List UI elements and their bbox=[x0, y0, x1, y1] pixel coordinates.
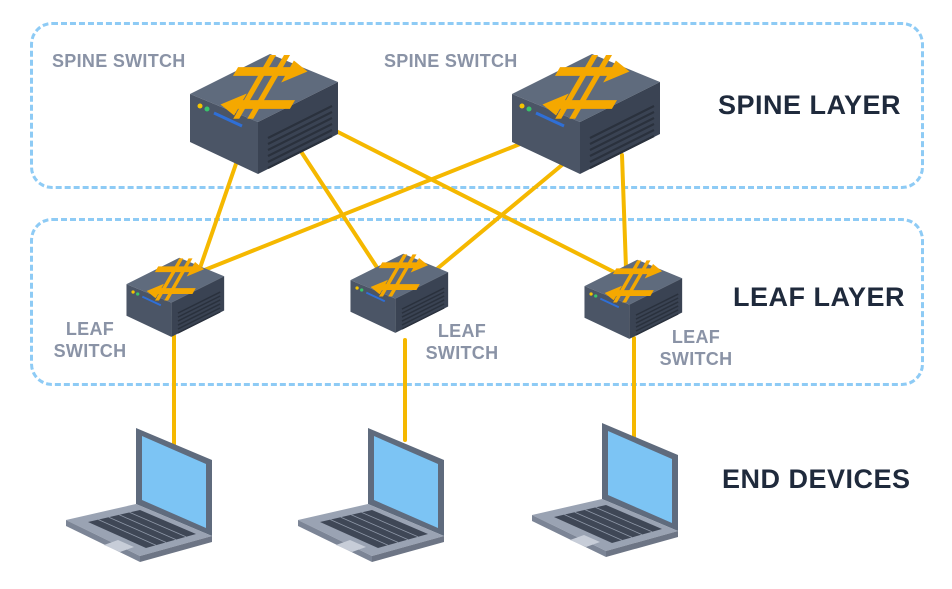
leaf-switch-label-1-line2: SWITCH bbox=[53, 341, 127, 361]
laptop-screen bbox=[608, 431, 672, 523]
laptop-2 bbox=[298, 428, 444, 562]
laptop-screen bbox=[374, 436, 438, 528]
leaf-switch-label-2-line2: SWITCH bbox=[425, 343, 499, 363]
laptop-screen bbox=[142, 436, 206, 528]
leaf-switch-label-3-line2: SWITCH bbox=[659, 349, 733, 369]
leaf-switch-label-1: LEAF SWITCH bbox=[52, 318, 128, 362]
spine-leaf-link bbox=[298, 148, 382, 274]
leaf-switch-label-2: LEAF SWITCH bbox=[424, 320, 500, 364]
leaf-layer-title: LEAF LAYER bbox=[733, 282, 906, 312]
spine-leaf-link bbox=[198, 156, 240, 270]
leaf-layer-zone bbox=[30, 218, 924, 386]
leaf-switch-label-1-line1: LEAF bbox=[65, 319, 115, 339]
spine-layer-zone bbox=[30, 22, 924, 189]
spine-leaf-link bbox=[190, 138, 532, 277]
leaf-switch-1 bbox=[126, 257, 225, 337]
spine-switch-1 bbox=[190, 54, 338, 174]
end-devices-title: END DEVICES bbox=[722, 464, 911, 494]
spine-leaf-link bbox=[332, 128, 616, 274]
leaf-switch-3 bbox=[584, 259, 683, 339]
spine-leaf-link bbox=[424, 158, 570, 280]
nodes-group bbox=[66, 54, 683, 562]
laptop-3 bbox=[532, 423, 678, 557]
spine-switch-2 bbox=[512, 54, 660, 174]
spine-switch-label-1: SPINE SWITCH bbox=[52, 51, 186, 71]
laptop-1 bbox=[66, 428, 212, 562]
spine-leaf-link bbox=[620, 153, 628, 270]
spine-switch-label-2: SPINE SWITCH bbox=[384, 51, 518, 71]
leaf-switch-label-2-line1: LEAF bbox=[437, 321, 487, 341]
spine-layer-title: SPINE LAYER bbox=[718, 90, 902, 120]
links-group bbox=[172, 128, 636, 447]
leaf-switch-label-3: LEAF SWITCH bbox=[658, 326, 734, 370]
leaf-switch-label-3-line1: LEAF bbox=[671, 327, 721, 347]
leaf-switch-2 bbox=[350, 253, 449, 333]
